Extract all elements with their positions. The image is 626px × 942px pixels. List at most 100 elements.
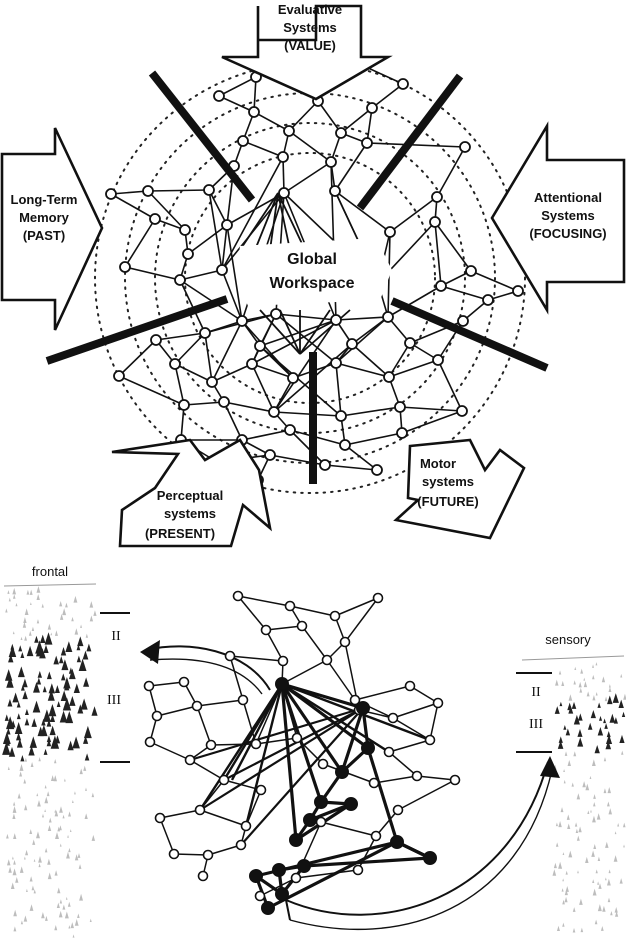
memory-label-line2: Memory (19, 210, 70, 225)
pyramidal-cell (563, 725, 567, 730)
tissue-cell (6, 859, 11, 866)
top-network-edge (387, 285, 442, 318)
frontal-layer-ii-label: II (111, 629, 121, 644)
bottom-network-node (191, 700, 203, 712)
bottom-network-node (202, 849, 214, 861)
top-network-node (404, 337, 416, 349)
tissue-cell (31, 885, 35, 891)
tissue-cell (585, 783, 590, 791)
top-network-edge (434, 221, 472, 272)
tissue-cell (558, 861, 563, 869)
pyramidal-cell (61, 673, 66, 681)
tissue-cell (613, 855, 618, 862)
active-network-node (249, 869, 263, 883)
bottom-network-edge (388, 739, 431, 753)
bottom-network-node (277, 655, 289, 667)
tissue-cell (55, 832, 59, 840)
pyramidal-cell (83, 677, 90, 687)
pyramidal-cell (577, 728, 583, 737)
sensory-panel: sensory II III (516, 632, 626, 933)
tissue-cell (23, 617, 27, 623)
pyramidal-cell (26, 645, 34, 657)
bottom-network-node (184, 754, 196, 766)
pyramidal-cell (619, 734, 625, 743)
bottom-network-edge (259, 877, 297, 897)
pyramidal-cell (76, 644, 81, 651)
top-network-edge (242, 140, 284, 158)
pyramidal-cell (36, 677, 42, 685)
tissue-cell (77, 913, 80, 919)
tissue-cell (578, 681, 582, 688)
tissue-cell (605, 877, 607, 881)
bottom-network-edge (265, 625, 303, 631)
tissue-cell (69, 829, 72, 832)
workspace-output-line (279, 309, 301, 355)
bottom-network-edge (237, 595, 267, 631)
top-network-edge (110, 193, 156, 220)
bottom-network-node (315, 816, 327, 828)
active-network-edge (240, 707, 364, 846)
radial-bar-lower-left (45, 295, 229, 365)
top-network-edge (174, 363, 185, 406)
pyramidal-cell (606, 730, 611, 738)
top-network-edge (253, 111, 290, 132)
tissue-cell (600, 926, 604, 931)
active-network-edge (199, 707, 364, 811)
tissue-cell (592, 879, 595, 884)
top-network-node (319, 459, 331, 471)
pyramidal-cell (12, 692, 19, 703)
tissue-cell (562, 852, 565, 855)
tissue-cell (72, 934, 75, 938)
tissue-cell (12, 856, 14, 860)
evaluative-arrow: Evaluative Systems (VALUE) (221, 2, 393, 101)
top-network-node (432, 354, 444, 366)
top-network-node (465, 265, 477, 277)
tissue-cell (562, 899, 565, 905)
pyramidal-cell (4, 669, 13, 681)
tissue-cell (13, 833, 17, 839)
perceptual-label-line1: Perceptual (157, 488, 223, 503)
tissue-cell (54, 630, 58, 636)
pyramidal-cell (6, 727, 11, 735)
top-network-node (383, 371, 395, 383)
workspace-input-line (254, 192, 279, 251)
pyramidal-cell (69, 696, 76, 706)
bottom-network-node (224, 650, 236, 662)
sensory-layer-iii-label: III (529, 717, 543, 732)
pyramidal-cell (46, 671, 52, 680)
tissue-cell (579, 898, 583, 905)
active-network-node (303, 813, 317, 827)
tissue-cell (568, 850, 573, 858)
bottom-network-node (197, 870, 209, 882)
pyramidal-cell (590, 709, 596, 719)
pyramidal-cell (605, 734, 613, 745)
pyramidal-cell (67, 740, 74, 751)
top-network-edge (110, 190, 149, 195)
top-network-node (246, 358, 258, 370)
bottom-network-edge (199, 809, 247, 827)
tissue-cell (615, 911, 619, 917)
tissue-cell (68, 811, 72, 817)
tissue-cell (62, 608, 67, 616)
pyramidal-cell (16, 738, 23, 748)
active-network-node (356, 701, 370, 715)
bottom-network-node (237, 694, 249, 706)
tissue-cell (85, 633, 89, 638)
top-network-edge (401, 410, 463, 434)
top-network-node (182, 248, 194, 260)
pyramidal-cell (46, 735, 52, 743)
pyramidal-cell (64, 682, 70, 691)
top-network-edge (241, 429, 291, 441)
pyramidal-cell (43, 748, 48, 755)
tissue-cell (8, 866, 12, 873)
bottom-network-node (404, 680, 416, 692)
bottom-network-edge (320, 821, 377, 837)
top-network-edge (335, 362, 390, 378)
top-network-edge (388, 342, 411, 378)
workspace-output-line (259, 309, 301, 355)
pyramidal-cell (22, 678, 28, 688)
top-network-edge (221, 269, 243, 322)
top-network-node (237, 135, 249, 147)
bottom-network-node (449, 774, 461, 786)
bottom-network-nodes (143, 590, 461, 915)
